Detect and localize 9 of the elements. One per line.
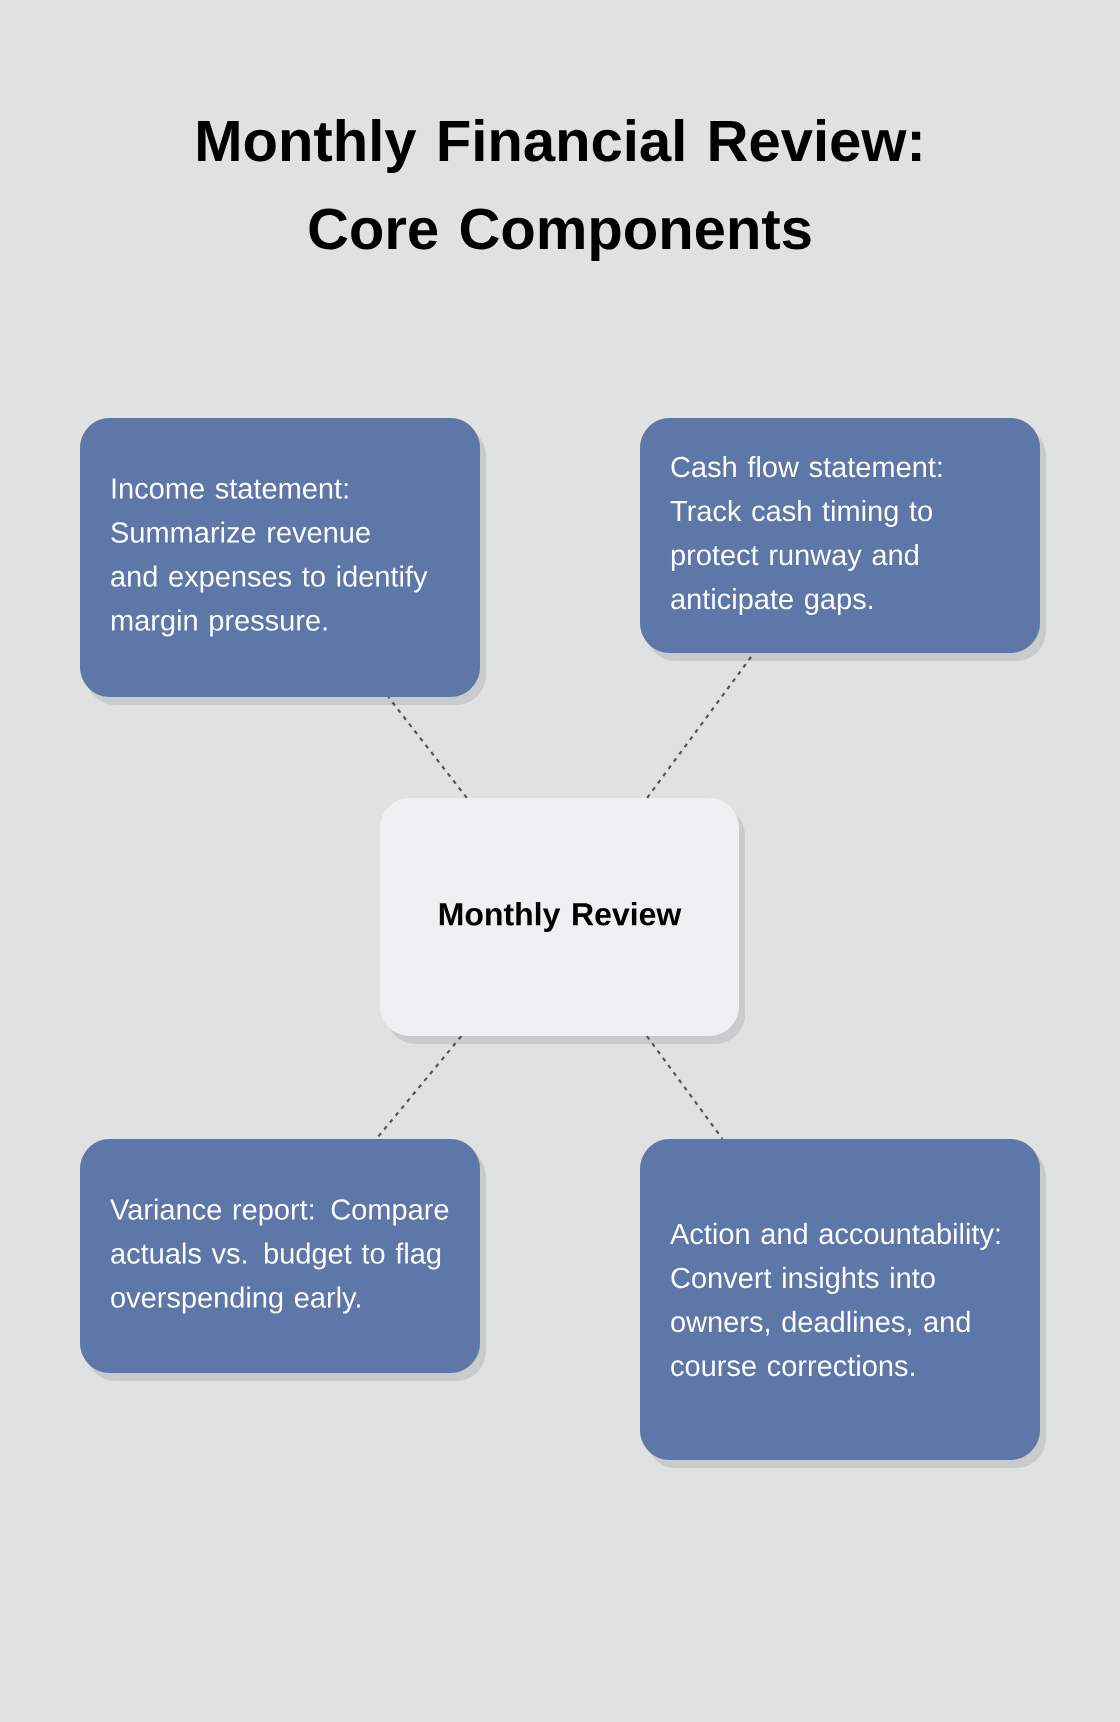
connector-line xyxy=(375,1035,463,1140)
text-box: Cash flow statement: Track cash timing to protect runway and anticipate gaps. xyxy=(640,418,1040,653)
connector-line xyxy=(387,696,468,799)
text-box: Action and accountability: Convert insights into owners, deadlines, and course corrections. xyxy=(640,1139,1040,1460)
text-box: Variance report: Compare actuals vs. budget to flag overspending early. xyxy=(80,1139,480,1373)
text-box: Income statement: Summarize revenue and expenses to identify margin pressure. xyxy=(80,418,480,697)
center-box: Monthly Review xyxy=(380,798,739,1036)
title: Monthly Financial Review: Core Components xyxy=(198,118,921,262)
connector-line xyxy=(646,1035,724,1140)
